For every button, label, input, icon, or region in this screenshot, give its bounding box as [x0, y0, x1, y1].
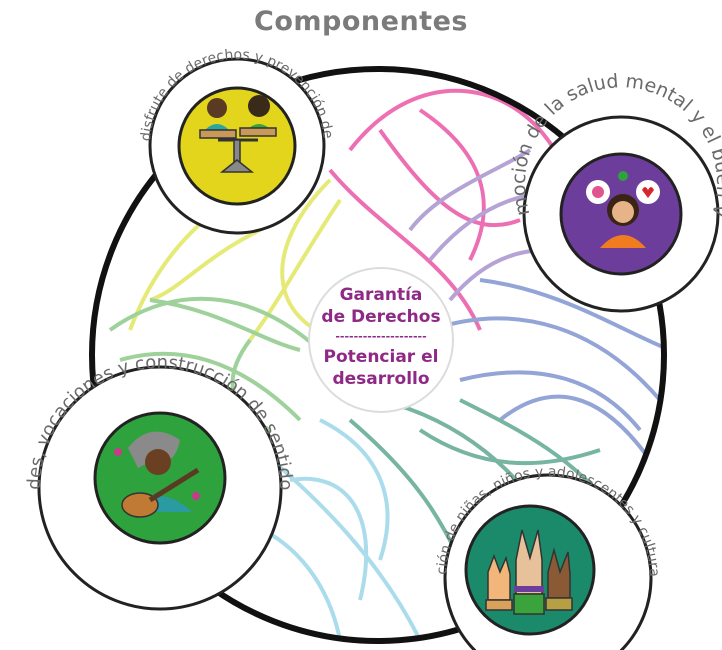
curve-lightblue: [239, 418, 422, 641]
curve-green: [108, 296, 332, 432]
curve-blue: [429, 278, 664, 462]
center-node: Garantía de Derechos -------------------…: [308, 267, 454, 413]
center-circle: [308, 267, 454, 413]
curve-teal: [348, 398, 622, 561]
balance-scale-people-icon: [199, 95, 277, 173]
center-divider: --------------------: [335, 330, 426, 343]
guitar-player-icon: [114, 431, 200, 518]
raised-hands-peace-icon: [485, 529, 573, 615]
page-title: Componentes: [254, 6, 468, 37]
center-line-2: de Derechos: [321, 307, 440, 327]
person-thought-bubbles-icon: [586, 171, 660, 248]
main-ring: [89, 66, 667, 644]
curve-yellow: [128, 168, 342, 342]
center-line-4: desarrollo: [332, 369, 429, 389]
center-line-3: Potenciar el: [324, 347, 439, 367]
component-rights: Promoción de disfrute de derechos y prev…: [0, 0, 336, 235]
curve-pink: [328, 88, 562, 331]
center-line-1: Garantía: [340, 285, 423, 305]
